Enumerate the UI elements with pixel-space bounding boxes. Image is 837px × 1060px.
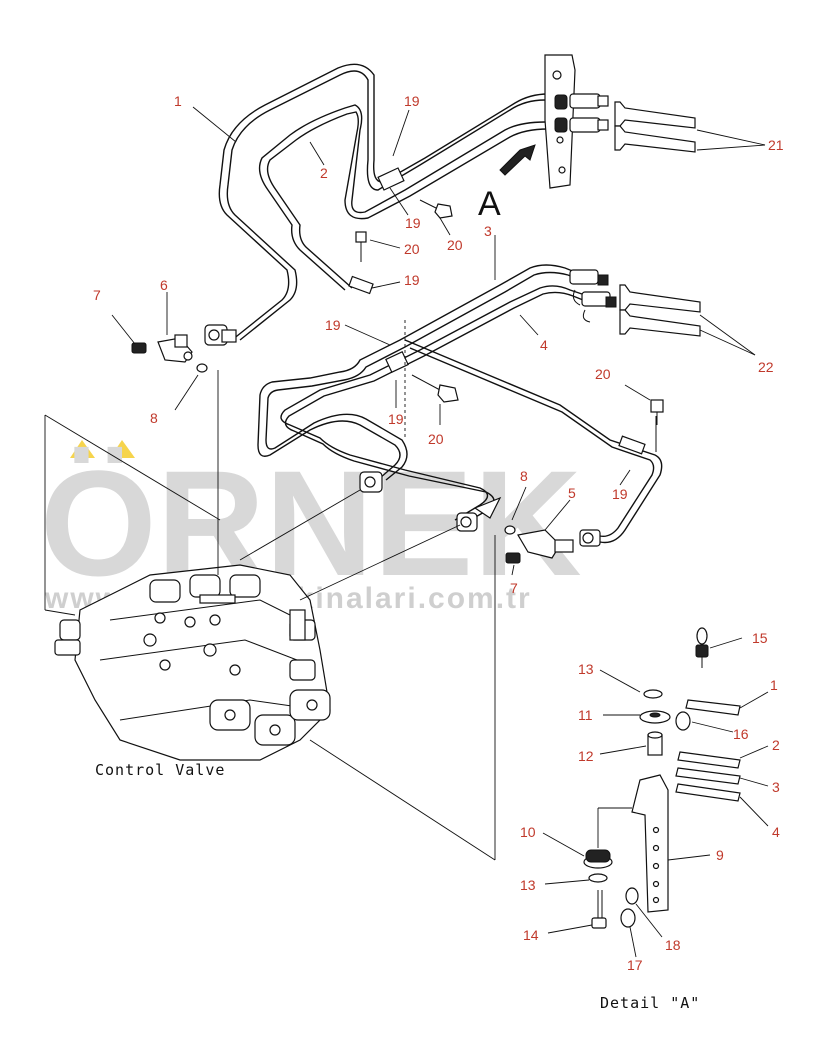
bolt-14 [591, 890, 607, 929]
callout-20: 20 [447, 237, 463, 253]
callout-20: 20 [595, 366, 611, 382]
callouts: 1 2 19 21 19 20 20 19 3 7 6 19 4 22 8 20… [93, 93, 784, 973]
bolt-20-upper [355, 199, 453, 262]
mount-10 [583, 849, 613, 869]
callout-22: 22 [758, 359, 774, 375]
callout-14: 14 [523, 927, 539, 943]
control-valve-caption: Control Valve [95, 761, 225, 779]
view-letter-a: A [478, 185, 501, 223]
mount-11 [639, 710, 671, 724]
callout-1: 1 [174, 93, 182, 109]
pipe-1 [218, 63, 562, 341]
callout-19: 19 [612, 486, 628, 502]
spacer-12 [647, 731, 663, 756]
callout-4: 4 [772, 824, 780, 840]
pipe-2 [258, 104, 562, 291]
strip-4 [675, 783, 741, 802]
fittings-middle-right [569, 269, 617, 323]
callout-20: 20 [428, 431, 444, 447]
pipe-3-end-fitting [359, 471, 383, 493]
callout-15: 15 [752, 630, 768, 646]
strip-3 [675, 767, 741, 785]
fitting-6 [157, 334, 193, 363]
callout-12: 12 [578, 748, 594, 764]
bolt-20-middle [411, 374, 664, 425]
strip-2 [677, 751, 741, 769]
detail-a-caption: Detail "A" [600, 994, 700, 1012]
callout-19: 19 [404, 93, 420, 109]
callout-8: 8 [520, 468, 528, 484]
nut-7-right [505, 552, 521, 564]
pipe-right-branch [404, 339, 663, 544]
leader-lines [111, 106, 769, 958]
watermark-brand: ÖRNEK [40, 439, 582, 607]
control-valve [54, 564, 331, 761]
callout-19: 19 [388, 411, 404, 427]
hoses-21 [614, 101, 696, 153]
callout-3: 3 [772, 779, 780, 795]
oring-8-left [196, 363, 208, 373]
callout-9: 9 [716, 847, 724, 863]
washer-13-top [643, 689, 663, 699]
callout-19: 19 [405, 215, 421, 231]
collar-16 [675, 711, 691, 731]
callout-13: 13 [520, 877, 536, 893]
washer-13-bottom [588, 873, 608, 883]
callout-19: 19 [404, 272, 420, 288]
callout-2: 2 [772, 737, 780, 753]
callout-7: 7 [510, 580, 518, 596]
washer-18 [625, 887, 639, 905]
callout-20: 20 [404, 241, 420, 257]
callout-19: 19 [325, 317, 341, 333]
fitting-5 [517, 529, 601, 559]
callout-3: 3 [484, 223, 492, 239]
watermark-accent-left [70, 440, 95, 458]
pipe-3 [257, 264, 579, 481]
callout-18: 18 [665, 937, 681, 953]
callout-13: 13 [578, 661, 594, 677]
pipe-1-end-fitting [204, 324, 237, 346]
callout-1: 1 [770, 677, 778, 693]
callout-4: 4 [540, 337, 548, 353]
callout-10: 10 [520, 824, 536, 840]
nut-17 [620, 908, 636, 928]
watermark: ÖRNEK www.orneкismakinalari.com.tr [40, 439, 582, 615]
bolt-15 [695, 627, 709, 668]
callout-5: 5 [568, 485, 576, 501]
callout-2: 2 [320, 165, 328, 181]
oring-8-right [504, 525, 516, 535]
hoses-22 [619, 284, 701, 337]
callout-17: 17 [627, 957, 643, 973]
pipe-4-end-fitting [456, 496, 502, 532]
callout-7: 7 [93, 287, 101, 303]
callout-11: 11 [578, 707, 593, 723]
clamp-upper [348, 167, 405, 295]
callout-8: 8 [150, 410, 158, 426]
detail-a [583, 627, 741, 929]
reference-lines [44, 235, 496, 861]
bracket-upper [544, 54, 609, 189]
view-arrow-a: A [478, 144, 536, 223]
watermark-accent-right [110, 440, 135, 458]
nut-7-left [131, 342, 147, 354]
callout-16: 16 [733, 726, 749, 742]
callout-21: 21 [768, 137, 784, 153]
pipe-4 [280, 285, 589, 527]
strip-1 [685, 699, 741, 716]
callout-6: 6 [160, 277, 168, 293]
